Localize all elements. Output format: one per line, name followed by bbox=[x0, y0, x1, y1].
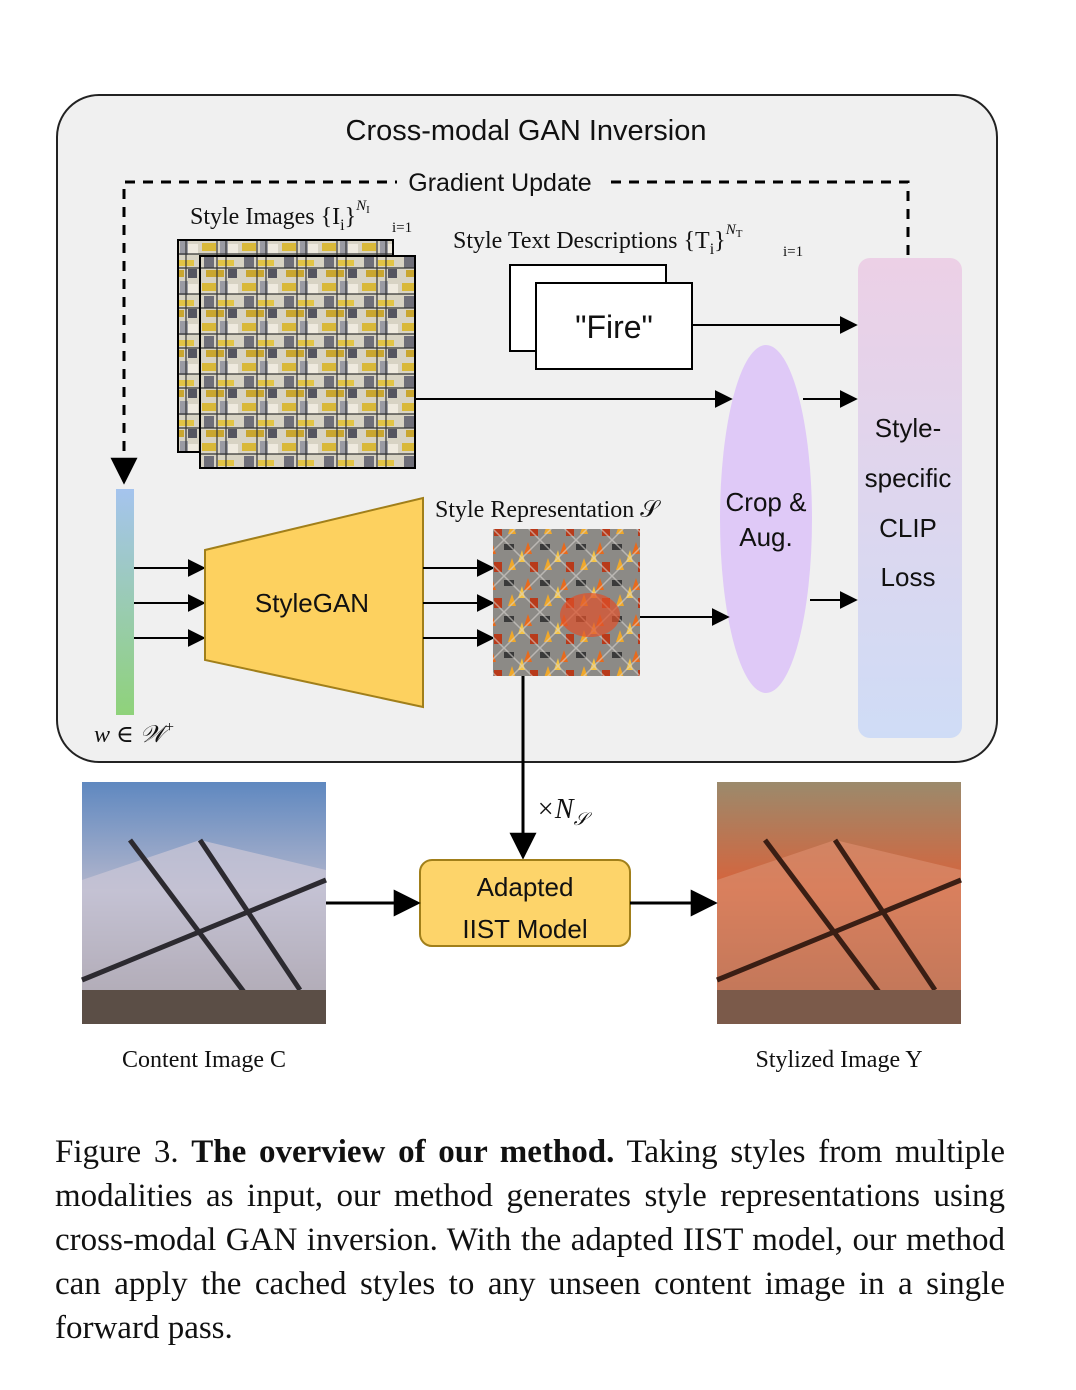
fire-glow bbox=[560, 593, 620, 637]
stylized-image-label: Stylized Image Y bbox=[755, 1047, 922, 1073]
stylized-beams bbox=[716, 838, 962, 1002]
crop-aug-line2: Aug. bbox=[739, 522, 793, 552]
style-text-label: Style Text Descriptions {Ti}NT bbox=[453, 222, 743, 258]
clip-loss-box bbox=[858, 258, 962, 738]
style-image-front bbox=[199, 255, 416, 469]
crop-aug-ellipse bbox=[720, 345, 812, 693]
crop-aug-line1: Crop & bbox=[726, 487, 807, 517]
panel-title: Cross-modal GAN Inversion bbox=[346, 115, 707, 147]
content-beams bbox=[81, 838, 327, 1002]
figure-caption: Figure 3. The overview of our method. Ta… bbox=[55, 1130, 1005, 1350]
content-image-label: Content Image C bbox=[122, 1047, 286, 1073]
style-representation-label: Style Representation 𝒮 bbox=[435, 497, 661, 523]
multiplier-label: ×N𝒮 bbox=[536, 794, 593, 829]
clip-loss-line3: CLIP bbox=[879, 513, 937, 543]
content-ground bbox=[82, 990, 326, 1024]
stylized-building bbox=[717, 840, 961, 1000]
caption-bold: The overview of our method. bbox=[191, 1134, 615, 1170]
latent-w-label: w ∈ 𝒲+ bbox=[94, 719, 174, 748]
style-text-range: i=1 bbox=[783, 244, 803, 260]
style-images-range: i=1 bbox=[392, 220, 412, 236]
stylegan-label: StyleGAN bbox=[255, 588, 369, 618]
latent-w-bar bbox=[116, 489, 134, 715]
clip-loss-line1: Style- bbox=[875, 413, 941, 443]
text-card-fire: "Fire" bbox=[575, 309, 653, 345]
style-images-label: Style Images {Ii}NI bbox=[190, 198, 370, 234]
gradient-update-label: Gradient Update bbox=[408, 169, 591, 197]
iist-line2: IIST Model bbox=[462, 914, 587, 944]
caption-text: Taking styles from multiple modalities a… bbox=[55, 1134, 1005, 1346]
content-building bbox=[82, 840, 326, 1000]
stylegan-block bbox=[204, 496, 424, 709]
clip-loss-line2: specific bbox=[865, 463, 952, 493]
stylized-ground bbox=[717, 990, 961, 1024]
gradient-update-loop bbox=[110, 180, 910, 485]
text-card-front bbox=[535, 282, 693, 370]
method-overview-diagram: Cross-modal GAN Inversion Gradient Updat… bbox=[56, 94, 998, 1073]
iist-line1: Adapted bbox=[477, 872, 574, 902]
caption-prefix: Figure 3. bbox=[55, 1134, 192, 1170]
clip-loss-line4: Loss bbox=[881, 562, 936, 592]
